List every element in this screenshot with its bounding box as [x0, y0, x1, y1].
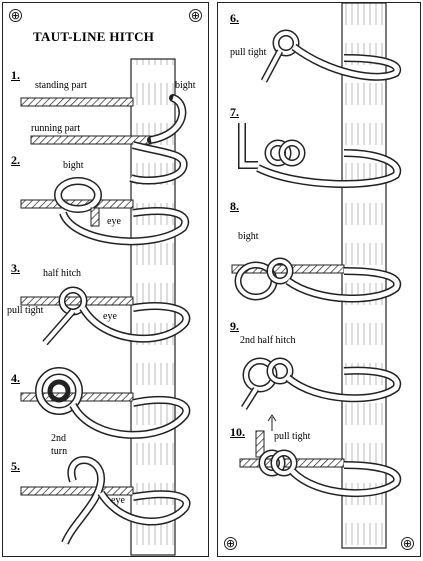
step-label: turn: [51, 446, 68, 457]
step-label: pull tight: [7, 305, 44, 316]
step-label: eye: [103, 311, 117, 322]
pull-arrow: [267, 414, 277, 431]
corner-plus-icon: ⊕: [9, 9, 22, 22]
step-label: 2nd: [51, 433, 66, 444]
step-label: 2nd half hitch: [240, 335, 296, 346]
left-diagram: [20, 58, 191, 556]
step-number: 2.: [11, 153, 20, 167]
standing-part-rope: [20, 97, 134, 107]
step-label: standing part: [35, 80, 87, 91]
diagram-title: TAUT-LINE HITCH: [33, 29, 155, 44]
step-number: 8.: [230, 199, 239, 213]
step-label: eye: [107, 216, 121, 227]
step-number: 5.: [11, 459, 20, 473]
step-label: half hitch: [43, 268, 82, 279]
left-panel: ⊕ ⊕: [2, 2, 209, 557]
running-part-rope: [30, 135, 152, 145]
step-label: eye: [111, 495, 125, 506]
step-number: 4.: [11, 371, 20, 385]
step-label: bight: [175, 80, 196, 91]
step-label: pull tight: [274, 431, 311, 442]
right-panel: ⊕ ⊕: [217, 2, 421, 557]
step-label: pull tight: [230, 47, 267, 58]
step-number: 9.: [230, 319, 239, 333]
step-number: 7.: [230, 105, 239, 119]
step-label: bight: [238, 231, 259, 242]
step-number: 3.: [11, 261, 20, 275]
step-label: running part: [31, 123, 81, 134]
right-diagram: [231, 3, 402, 549]
corner-plus-icon: ⊕: [401, 537, 414, 550]
step-number: 6.: [230, 11, 239, 25]
step-label: bight: [63, 160, 84, 171]
step-number: 10.: [230, 425, 245, 439]
corner-plus-icon: ⊕: [224, 537, 237, 550]
step-number: 1.: [11, 68, 20, 82]
corner-plus-icon: ⊕: [189, 9, 202, 22]
